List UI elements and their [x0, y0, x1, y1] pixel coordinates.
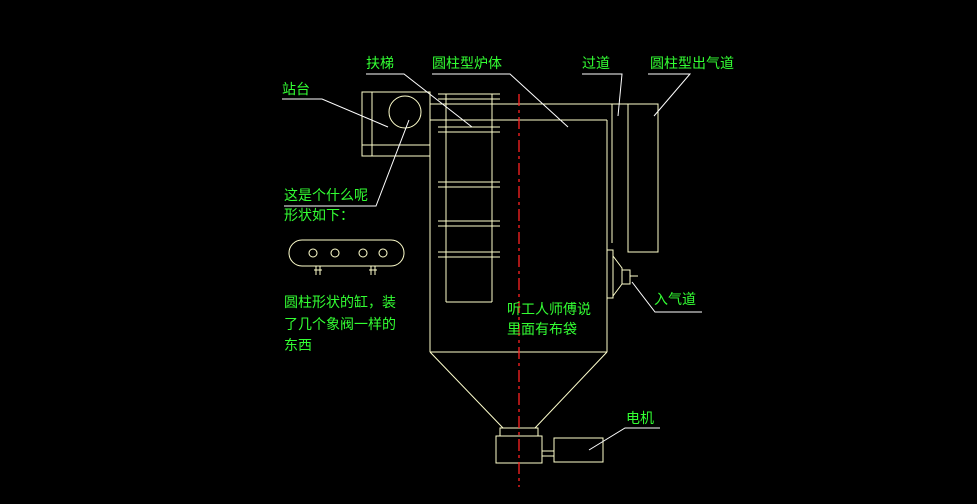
motor: [542, 437, 604, 463]
label-worker-line2: 里面有布袋: [507, 322, 577, 338]
valve-circle: [330, 248, 340, 258]
label-inlet: 入气道: [654, 292, 696, 308]
valve-cylinder-sketch: [288, 239, 405, 275]
valve-circle: [358, 248, 368, 258]
label-question-line2: 形状如下：: [284, 208, 354, 224]
round-tank-circle: [388, 95, 422, 129]
outlet-duct: [627, 103, 659, 253]
label-platform: 站台: [282, 82, 310, 98]
label-outlet: 圆柱型出气道: [650, 56, 734, 72]
label-motor: 电机: [626, 411, 654, 427]
platform: [361, 91, 431, 157]
air-inlet: [606, 249, 638, 299]
label-desc-line1: 圆柱形状的缸，装: [284, 294, 396, 311]
label-ladder: 扶梯: [366, 56, 394, 72]
valve-circle: [308, 248, 318, 258]
valve-circle: [378, 248, 388, 258]
label-furnace: 圆柱型炉体: [432, 56, 502, 72]
ladder: [438, 93, 500, 303]
label-worker-line1: 听工人师傅说: [507, 302, 591, 318]
top-passage: [430, 103, 658, 243]
label-desc-line3: 东西: [284, 338, 312, 354]
label-passage: 过道: [582, 56, 610, 72]
label-question-line1: 这是个什么呢: [284, 187, 368, 204]
label-desc-line2: 了几个象阀一样的: [284, 317, 396, 333]
leader-lines: [282, 73, 702, 451]
